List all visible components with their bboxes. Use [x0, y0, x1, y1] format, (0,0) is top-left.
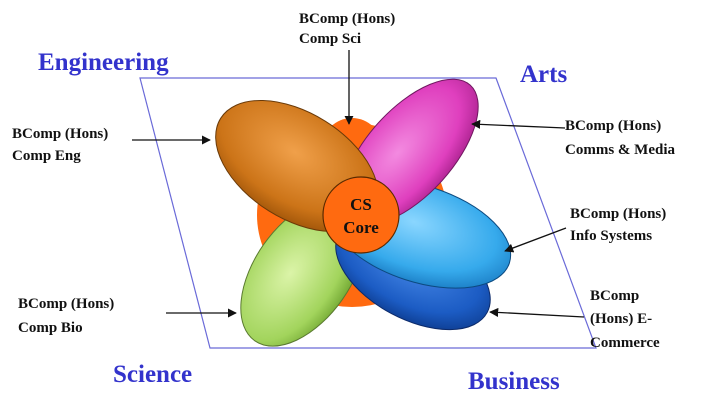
cs-core-label-line1: CS	[350, 195, 372, 214]
svg-text:Info Systems: Info Systems	[570, 228, 652, 244]
quadrant-business: Business	[468, 368, 560, 395]
label-comp-eng: BComp (Hons) Comp Eng	[12, 126, 108, 164]
arrow-comms-media	[471, 119, 566, 129]
svg-text:Comp Bio: Comp Bio	[18, 320, 83, 336]
parallelogram-frame	[139, 77, 597, 349]
svg-text:Commerce: Commerce	[590, 335, 660, 351]
svg-text:(Hons) E-: (Hons) E-	[590, 311, 652, 327]
quadrant-engineering: Engineering	[38, 49, 169, 76]
label-comp-sci: BComp (Hons) Comp Sci	[299, 11, 395, 47]
pointer-arrows	[132, 50, 585, 318]
label-ecommerce: BComp (Hons) E- Commerce	[590, 288, 660, 351]
svg-text:BComp (Hons): BComp (Hons)	[12, 126, 108, 142]
arrow-ecommerce	[489, 307, 585, 318]
arrow-info-systems	[504, 227, 567, 253]
cs-core-circle	[322, 176, 400, 254]
label-comp-bio: BComp (Hons) Comp Bio	[18, 296, 114, 336]
svg-text:BComp (Hons): BComp (Hons)	[18, 296, 114, 312]
svg-text:BComp (Hons): BComp (Hons)	[565, 118, 661, 134]
label-comms-media: BComp (Hons) Comms & Media	[565, 118, 675, 158]
svg-text:Comp Eng: Comp Eng	[12, 148, 81, 164]
svg-text:Comp Sci: Comp Sci	[299, 31, 361, 47]
cs-core-label-line2: Core	[343, 218, 379, 237]
label-info-systems: BComp (Hons) Info Systems	[570, 206, 666, 244]
quadrant-arts: Arts	[520, 61, 567, 88]
svg-text:Comms & Media: Comms & Media	[565, 142, 675, 158]
svg-text:BComp: BComp	[590, 288, 639, 304]
svg-text:BComp (Hons): BComp (Hons)	[299, 11, 395, 27]
quadrant-science: Science	[113, 361, 192, 388]
svg-text:BComp (Hons): BComp (Hons)	[570, 206, 666, 222]
